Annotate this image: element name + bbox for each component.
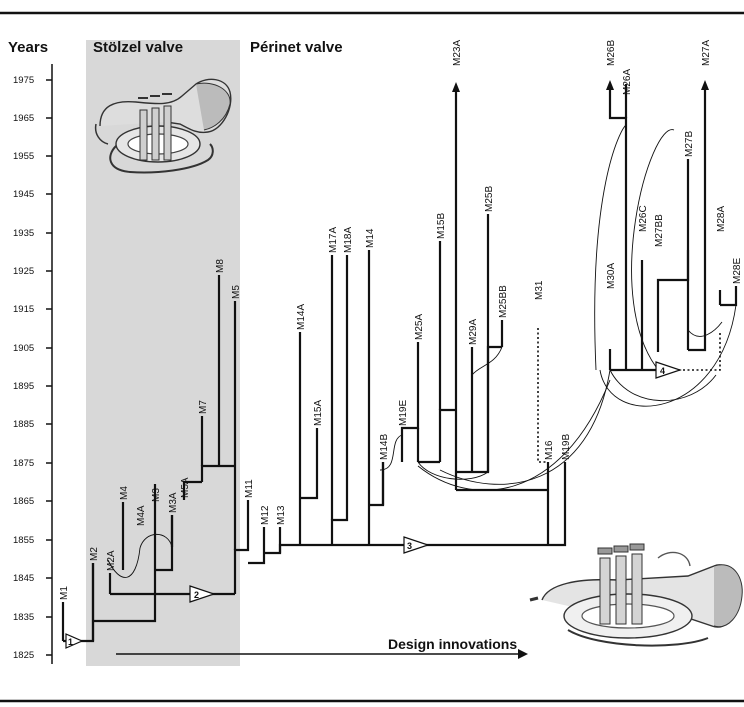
tick-label: 1925	[13, 266, 34, 277]
innovation-marker-2: 2	[189, 585, 216, 603]
year-tick-labels: 1975 1965 1955 1945 1935 1925 1915 1905 …	[13, 75, 34, 661]
svg-text:4: 4	[660, 366, 665, 376]
tick-label: 1885	[13, 419, 34, 430]
tick-label: 1855	[13, 535, 34, 546]
model-label: M14A	[296, 304, 307, 330]
model-label: M2A	[106, 550, 117, 571]
tick-label: 1825	[13, 650, 34, 661]
tick-label: 1905	[13, 343, 34, 354]
model-label: M19B	[561, 434, 572, 460]
model-label: M4A	[136, 505, 147, 526]
model-label: M18A	[343, 227, 354, 253]
model-label: M4	[119, 486, 130, 500]
stolzel-cornet-illustration	[94, 78, 232, 174]
model-label: M11	[244, 479, 255, 498]
model-label: M26C	[638, 205, 649, 232]
model-label: M8	[215, 259, 226, 273]
model-label: M2	[89, 547, 100, 561]
years-header: Years	[8, 39, 48, 56]
model-label: M27A	[701, 40, 712, 66]
model-label: M7	[198, 400, 209, 414]
tick-label: 1845	[13, 573, 34, 584]
svg-text:1: 1	[68, 637, 73, 647]
perinet-cornet-illustration	[529, 543, 743, 647]
tick-label: 1835	[13, 612, 34, 623]
model-label: M3A	[168, 492, 179, 513]
innovation-marker-3: 3	[403, 536, 430, 554]
model-labels: M1 M2 M2A M4 M4A M3 M3A M5A M7 M8 M5 M11…	[59, 40, 743, 600]
design-innovations-label: Design innovations	[388, 636, 517, 652]
model-label: M14	[365, 228, 376, 248]
svg-text:3: 3	[407, 541, 412, 551]
model-label: M30A	[606, 263, 617, 289]
design-innovations-arrow	[116, 649, 528, 659]
innovation-marker-4: 4	[655, 361, 682, 379]
model-label: M29A	[468, 319, 479, 345]
model-label: M5	[231, 285, 242, 299]
year-axis-ticks	[46, 79, 52, 656]
model-label: M25BB	[498, 285, 509, 318]
tick-label: 1865	[13, 496, 34, 507]
tick-label: 1895	[13, 381, 34, 392]
model-label: M14B	[379, 434, 390, 460]
model-label: M13	[276, 505, 287, 525]
model-label: M5A	[180, 477, 191, 498]
tick-label: 1965	[13, 113, 34, 124]
model-label: M17A	[328, 227, 339, 253]
model-label: M28E	[732, 258, 743, 284]
dotted-segments	[537, 328, 721, 463]
model-label: M19E	[398, 400, 409, 426]
model-label: M23A	[452, 40, 463, 66]
arrow-heads	[452, 80, 709, 92]
model-label: M15B	[436, 213, 447, 239]
tick-label: 1945	[13, 189, 34, 200]
model-label: M31	[534, 280, 545, 300]
model-label: M1	[59, 586, 70, 600]
tick-label: 1875	[13, 458, 34, 469]
model-label: M25A	[414, 314, 425, 340]
tick-label: 1915	[13, 304, 34, 315]
tick-label: 1935	[13, 228, 34, 239]
model-label: M26A	[622, 69, 633, 95]
svg-text:2: 2	[194, 590, 199, 600]
model-label: M28A	[716, 206, 727, 232]
model-label: M26B	[606, 40, 617, 66]
model-label: M15A	[313, 400, 324, 426]
tick-label: 1955	[13, 151, 34, 162]
stolzel-header: Stölzel valve	[93, 39, 183, 56]
model-label: M27B	[684, 131, 695, 157]
tick-label: 1975	[13, 75, 34, 86]
model-label: M27BB	[654, 214, 665, 247]
model-label: M12	[260, 505, 271, 525]
model-label: M16	[544, 440, 555, 460]
perinet-header: Périnet valve	[250, 39, 343, 56]
reticulation-arcs	[107, 124, 737, 578]
innovation-marker-1: 1	[65, 633, 84, 649]
model-label: M25B	[484, 186, 495, 212]
model-label: M3	[151, 488, 162, 502]
